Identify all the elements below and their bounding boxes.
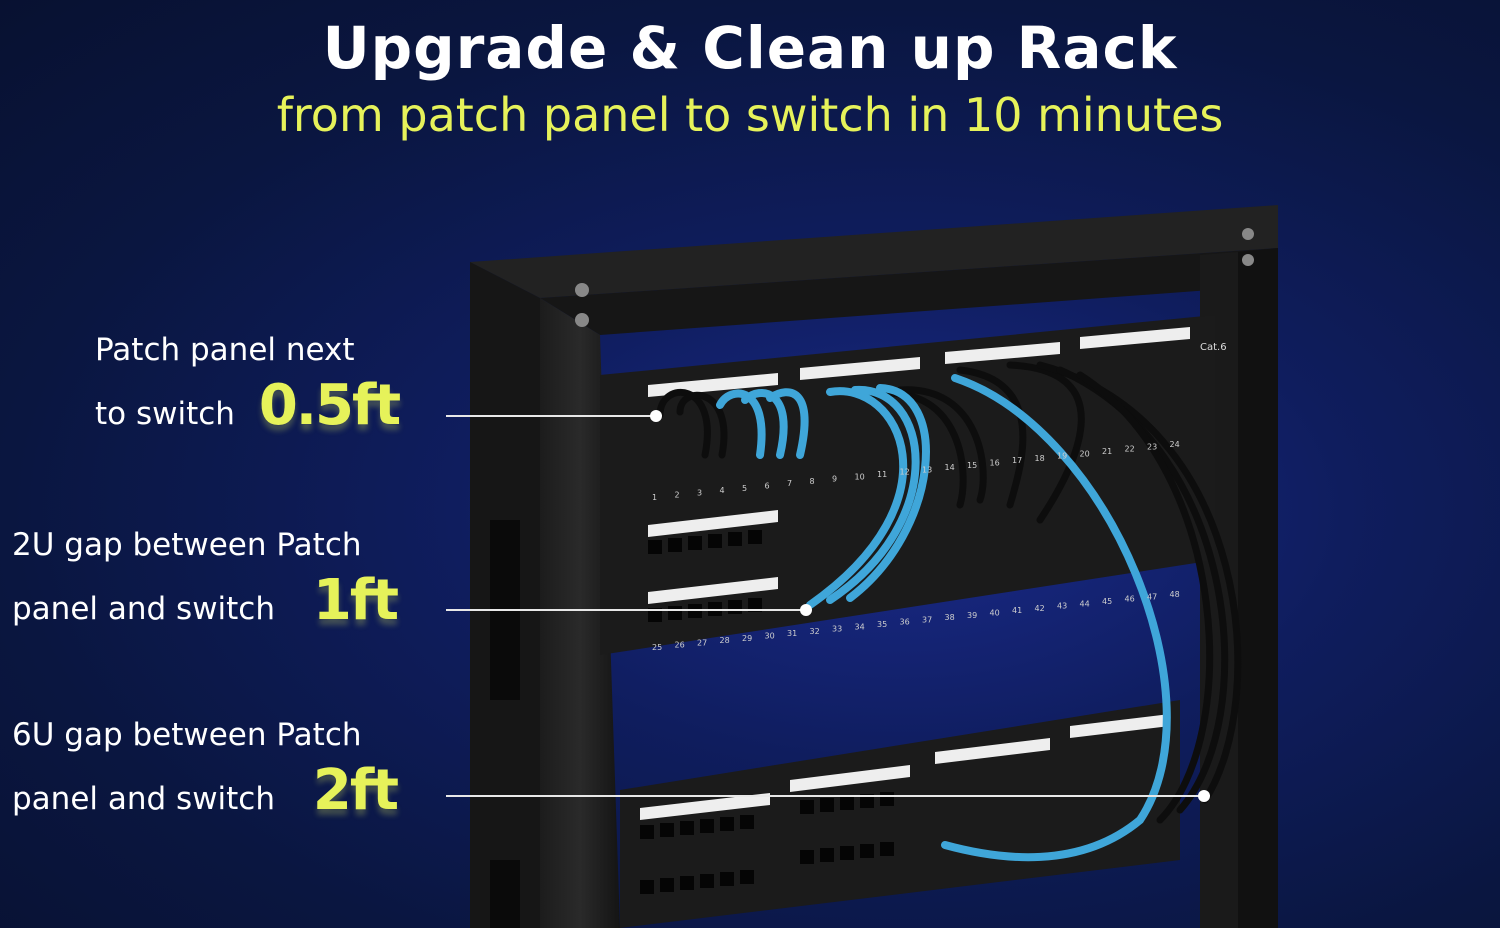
port-number-row2: 31 — [787, 629, 797, 638]
port-number-row1: 7 — [787, 479, 792, 488]
port-number-row1: 23 — [1147, 442, 1157, 451]
callout-2-line2: panel and switch — [12, 591, 276, 627]
port-number-row2: 34 — [855, 622, 865, 631]
port-number-row2: 41 — [1012, 606, 1022, 615]
port-number-row1: 22 — [1125, 445, 1135, 454]
port-number-row2: 35 — [877, 620, 887, 629]
port-number-row1: 17 — [1012, 456, 1022, 465]
port-number-row1: 4 — [720, 486, 725, 495]
callout-1-length: 0.5ft — [258, 373, 401, 438]
port-number-row2: 39 — [967, 611, 977, 620]
port-number-row2: 47 — [1147, 592, 1157, 601]
leader-dot-1 — [650, 410, 662, 422]
port-number-row1: 16 — [990, 459, 1000, 468]
port-number-row1: 20 — [1080, 449, 1090, 458]
callout-2-line1: 2U gap between Patch — [12, 527, 362, 563]
leader-line-2 — [446, 609, 804, 611]
port-number-row1: 10 — [855, 472, 865, 481]
port-number-row1: 6 — [765, 482, 770, 491]
port-number-row2: 29 — [742, 634, 752, 643]
port-number-row2: 46 — [1125, 595, 1135, 604]
port-number-row2: 40 — [990, 609, 1000, 618]
leader-line-1 — [446, 415, 656, 417]
port-number-row2: 28 — [720, 636, 730, 645]
callout-1-line2: to switch — [95, 396, 235, 432]
rack-top-beam — [470, 205, 1278, 298]
port-number-row1: 8 — [810, 477, 815, 486]
callout-3-line2: panel and switch — [12, 781, 276, 817]
leader-dot-3 — [1198, 790, 1210, 802]
port-number-row1: 3 — [697, 488, 702, 497]
subheadline: from patch panel to switch in 10 minutes — [276, 88, 1224, 142]
port-number-row2: 45 — [1102, 597, 1112, 606]
headline: Upgrade & Clean up Rack — [322, 14, 1178, 82]
port-number-row2: 42 — [1035, 604, 1045, 613]
lower-patch-panel — [620, 700, 1180, 928]
callout-3-length: 2ft — [312, 758, 399, 823]
port-number-row1: 15 — [967, 461, 977, 470]
port-number-row1: 19 — [1057, 452, 1067, 461]
port-number-row1: 24 — [1170, 440, 1180, 449]
port-number-row2: 48 — [1170, 590, 1180, 599]
leader-line-3 — [446, 795, 1202, 797]
port-number-row2: 25 — [652, 643, 662, 652]
port-number-row2: 27 — [697, 638, 707, 647]
callout-3-line1: 6U gap between Patch — [12, 717, 362, 753]
callout-patch-panel-next-to-switch: Patch panel next to switch 0.5ft — [95, 322, 401, 442]
port-number-row1: 11 — [877, 470, 887, 479]
port-number-row2: 38 — [945, 613, 955, 622]
port-number-row2: 43 — [1057, 602, 1067, 611]
port-number-row2: 37 — [922, 615, 932, 624]
port-number-row2: 44 — [1080, 599, 1090, 608]
port-number-row2: 33 — [832, 625, 842, 634]
port-number-row1: 5 — [742, 484, 747, 493]
callout-2-length: 1ft — [312, 568, 399, 633]
port-number-row2: 36 — [900, 618, 910, 627]
callout-2u-gap: 2U gap between Patch panel and switch 1f… — [12, 517, 399, 637]
port-number-row1: 9 — [832, 475, 837, 484]
callout-6u-gap: 6U gap between Patch panel and switch 2f… — [12, 707, 399, 827]
port-number-row1: 2 — [675, 491, 680, 500]
port-number-row2: 26 — [675, 641, 685, 650]
panel-label: Cat.6 — [1200, 342, 1227, 353]
leader-dot-2 — [800, 604, 812, 616]
port-number-row1: 13 — [922, 465, 932, 474]
port-number-row1: 1 — [652, 493, 657, 502]
port-number-row1: 21 — [1102, 447, 1112, 456]
port-number-row1: 14 — [945, 463, 955, 472]
callout-1-line1: Patch panel next — [95, 332, 355, 368]
port-number-row2: 32 — [810, 627, 820, 636]
port-number-row1: 18 — [1035, 454, 1045, 463]
port-number-row1: 12 — [900, 468, 910, 477]
port-number-row2: 30 — [765, 632, 775, 641]
